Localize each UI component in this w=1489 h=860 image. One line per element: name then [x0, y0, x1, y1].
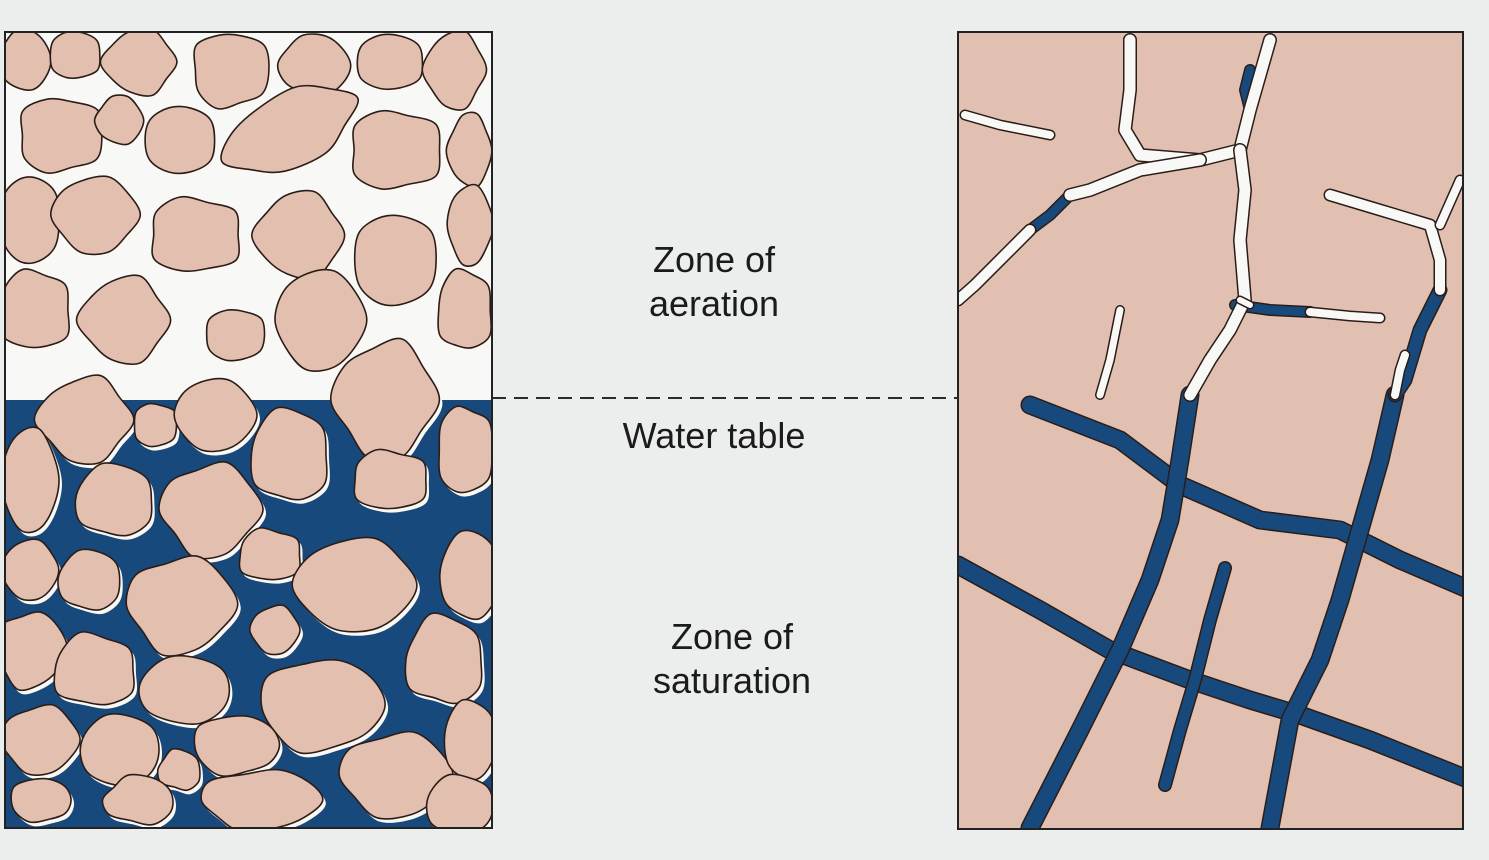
fractured-rock-panel: [958, 32, 1470, 829]
sediment-grain: [353, 111, 440, 189]
sediment-grain: [1, 177, 59, 263]
sediment-grain: [239, 528, 300, 580]
zone-saturation-line2: saturation: [582, 659, 882, 703]
sediment-grain: [50, 31, 100, 78]
sediment-grain: [439, 406, 492, 492]
zone-aeration-line1: Zone of: [564, 238, 864, 282]
sediment-grain: [134, 403, 176, 446]
sediment-grain: [444, 700, 495, 780]
sediment-grain: [438, 269, 491, 348]
sediment-grain: [1, 269, 69, 348]
sediment-grain: [80, 714, 159, 786]
sediment-grain: [207, 310, 265, 361]
granular-sediment-panel: [0, 28, 501, 838]
sediment-grain: [357, 34, 422, 89]
sediment-grain: [11, 779, 71, 823]
sediment-grain: [194, 34, 269, 109]
zone-of-saturation-label: Zone of saturation: [582, 615, 882, 703]
zone-of-aeration-label: Zone of aeration: [564, 238, 864, 326]
sediment-grain: [427, 774, 494, 834]
sediment-grain: [139, 656, 230, 724]
sediment-grain: [152, 197, 239, 272]
sediment-grain: [354, 449, 426, 508]
sediment-grain: [145, 107, 215, 174]
zone-saturation-line1: Zone of: [582, 615, 882, 659]
sediment-grain: [21, 99, 102, 173]
water-table-label: Water table: [564, 414, 864, 458]
sediment-grain: [355, 215, 436, 305]
zone-aeration-line2: aeration: [564, 282, 864, 326]
